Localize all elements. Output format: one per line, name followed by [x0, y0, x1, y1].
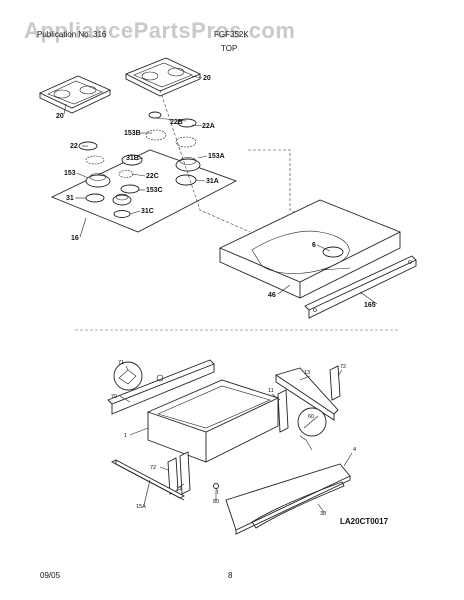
upper-part-labels: 20 20 22B 22A 22 153B 153A 31B 22C 153 3… — [56, 75, 376, 309]
model-header: FGF352K — [214, 30, 249, 39]
label-153b: 153B — [124, 130, 141, 137]
label-153c: 153C — [146, 187, 163, 194]
label-31a: 31A — [206, 178, 219, 185]
detail-callout-71 — [113, 361, 143, 391]
bracket-72-lower — [167, 457, 179, 495]
label-31b: 31B — [126, 155, 139, 162]
label-153: 153 — [64, 170, 76, 177]
label-13: 13 — [304, 370, 310, 376]
label-11-bottom: 11 — [176, 486, 182, 492]
burner-parts — [78, 111, 201, 218]
rear-rail — [304, 255, 417, 319]
drawer-body — [146, 379, 280, 463]
label-22a: 22A — [202, 123, 215, 130]
cooktop-surface — [50, 149, 238, 233]
label-80: 80 — [213, 499, 219, 505]
bottom-rail-15a — [111, 459, 185, 501]
slide-11-upper — [277, 389, 289, 433]
label-71: 71 — [118, 360, 124, 366]
diagram-code: LA20CT0017 — [340, 517, 389, 526]
drawer-front — [225, 463, 351, 535]
label-20-left: 20 — [56, 113, 64, 120]
section-title: TOP — [221, 44, 238, 53]
watermark: AppliancePartsPros.com — [24, 18, 296, 43]
label-60: 60 — [308, 414, 314, 420]
label-38: 38 — [320, 511, 326, 517]
label-4: 4 — [353, 447, 356, 453]
slide-11-lower — [179, 451, 191, 495]
label-6: 6 — [312, 242, 316, 249]
label-15a: 15A — [136, 504, 146, 510]
label-46: 46 — [268, 292, 276, 299]
publication-header: Publication No. 316 — [37, 30, 107, 39]
right-drawer-rail — [274, 367, 339, 421]
lower-leader-lines — [119, 365, 353, 513]
label-1: 1 — [124, 433, 127, 439]
main-top-panel — [218, 199, 402, 299]
label-22: 22 — [70, 143, 78, 150]
page-number: 8 — [228, 571, 233, 580]
label-16: 16 — [71, 235, 79, 242]
footer-date: 09/05 — [40, 571, 61, 580]
label-20-right: 20 — [203, 75, 211, 82]
label-31: 31 — [66, 195, 74, 202]
lower-part-labels: 71 72 13 70 11 60 1 4 72 11 80 15A 38 — [111, 360, 356, 517]
label-22b: 22B — [170, 119, 183, 126]
label-72-top: 72 — [340, 364, 346, 370]
label-11-top: 11 — [268, 388, 274, 394]
label-22c: 22C — [146, 173, 159, 180]
left-burner-grate — [38, 75, 112, 114]
label-153a: 153A — [208, 153, 225, 160]
screw-80 — [213, 483, 219, 495]
label-72-bottom: 72 — [150, 465, 156, 471]
label-31c: 31C — [141, 208, 154, 215]
right-burner-grate — [124, 57, 202, 97]
upper-leader-lines — [63, 75, 378, 305]
label-165: 165 — [364, 302, 376, 309]
bracket-72-upper — [329, 365, 341, 401]
left-drawer-rail — [107, 359, 215, 415]
detail-callout-60 — [297, 407, 327, 437]
label-70: 70 — [111, 394, 117, 400]
